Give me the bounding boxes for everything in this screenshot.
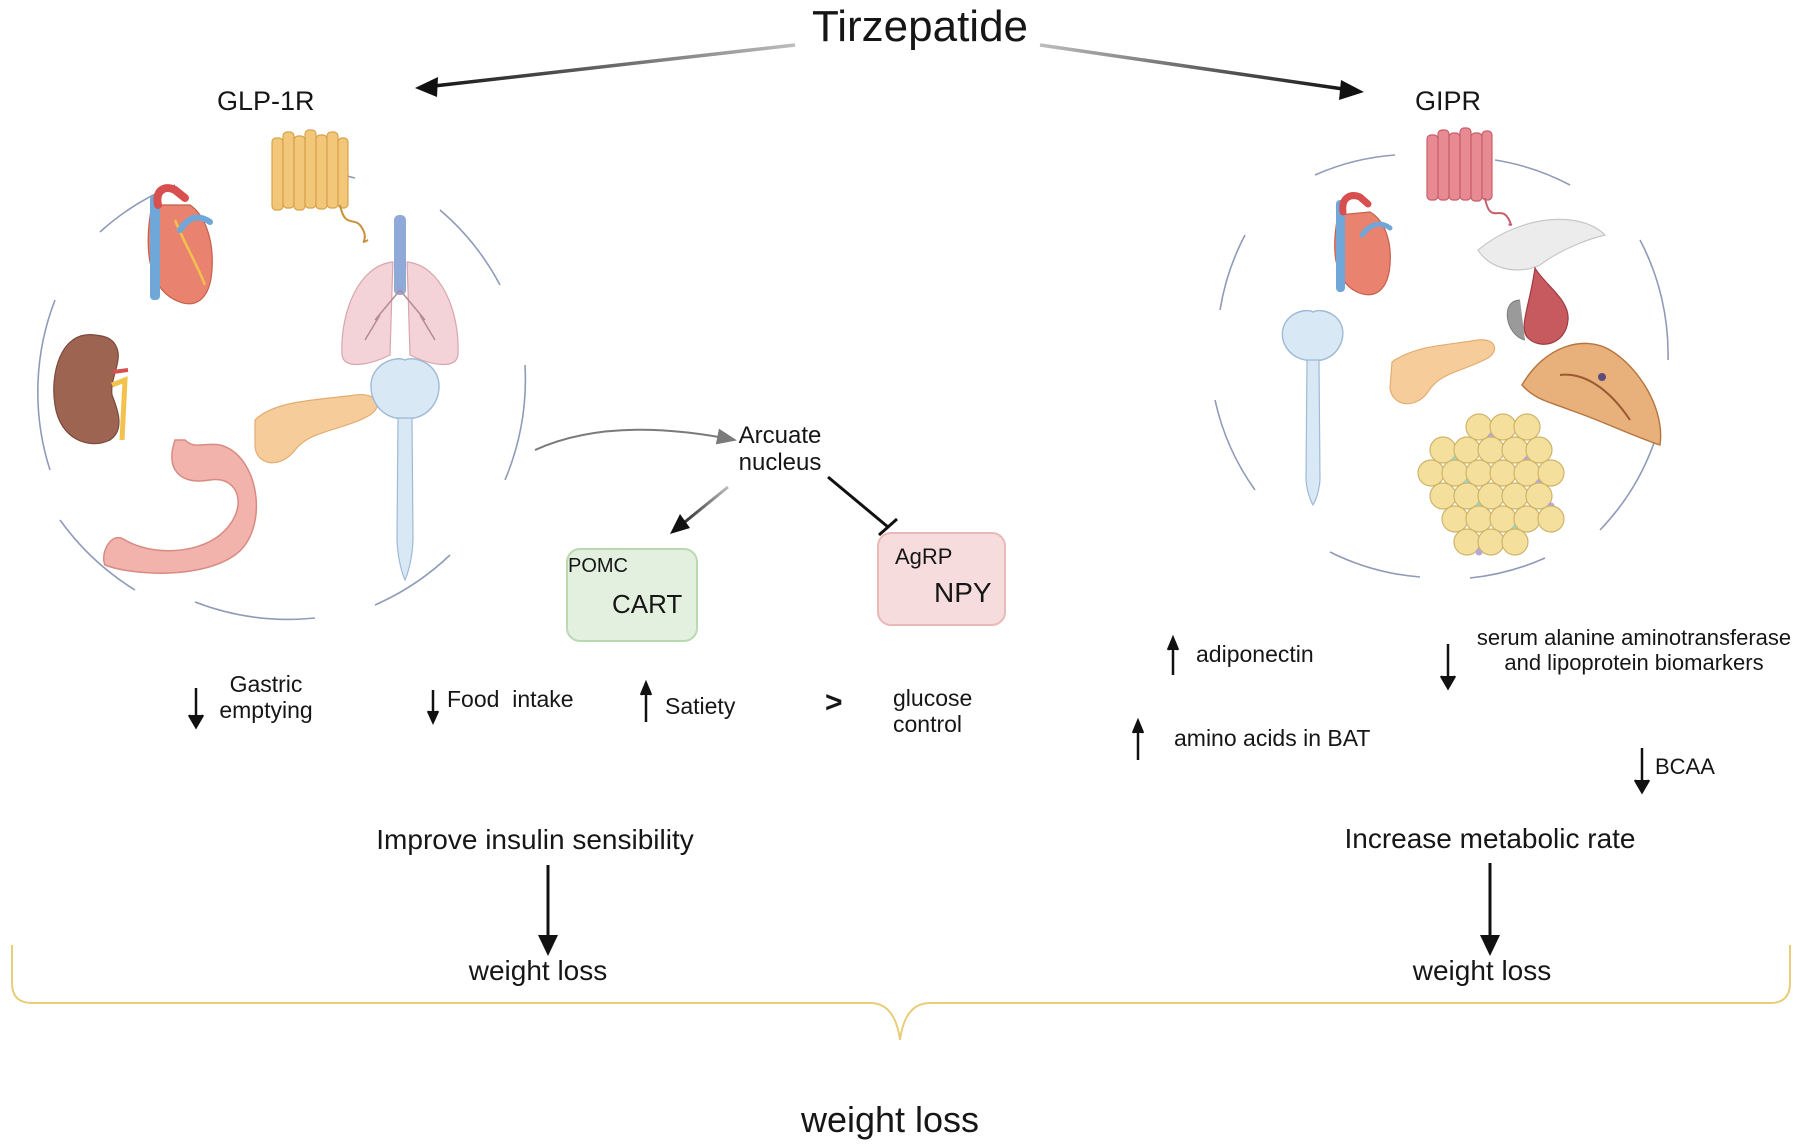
- gipr-label: GIPR: [1415, 86, 1482, 116]
- gipr-receptor-icon: [1426, 127, 1513, 226]
- fat-cell: [1489, 413, 1517, 441]
- inhibit-arcuate-to-agrp: [827, 475, 898, 537]
- glp1r-label: GLP-1R: [217, 86, 315, 116]
- pituitary-icon: [1477, 218, 1607, 345]
- pomc-cart-box: [566, 548, 698, 642]
- fat-cell: [1477, 436, 1505, 464]
- heart-icon: [147, 184, 213, 305]
- fat-cell: [1525, 436, 1553, 464]
- effect-amino-acids-bat: amino acids in BAT: [1174, 725, 1371, 751]
- fat-cell: [1453, 436, 1481, 464]
- final-outcome: weight loss: [800, 1099, 980, 1140]
- effect-bcaa: BCAA: [1655, 754, 1715, 779]
- fat-cell: [1501, 482, 1529, 510]
- lungs-icon: [341, 215, 459, 365]
- arrow-to-gipr: [1039, 43, 1364, 100]
- fat-cell: [1501, 528, 1529, 556]
- greater-than-symbol: >: [825, 686, 843, 719]
- fat-cell: [1441, 505, 1469, 533]
- effect-satiety: Satiety: [665, 693, 736, 719]
- arcuate-nucleus-label: Arcuate nucleus: [738, 422, 822, 476]
- pomc-label: POMC: [568, 555, 628, 577]
- right-outcome: Increase metabolic rate: [1344, 823, 1636, 854]
- npy-label: NPY: [934, 577, 992, 608]
- agrp-npy-box: [877, 532, 1006, 626]
- fat-cell: [1525, 482, 1553, 510]
- effect-adiponectin: adiponectin: [1196, 641, 1314, 667]
- fat-cell: [1513, 413, 1541, 441]
- fat-cell: [1537, 505, 1565, 533]
- effect-glucose-control: glucose control: [893, 685, 973, 737]
- fat-cell: [1477, 482, 1505, 510]
- kidney-icon: [53, 334, 129, 445]
- fat-cell: [1465, 505, 1493, 533]
- adipose-tissue-icon: [1417, 413, 1565, 556]
- fat-cell: [1429, 482, 1457, 510]
- effect-gastric-emptying: Gastric emptying: [219, 671, 313, 723]
- left-result: weight loss: [468, 955, 608, 986]
- stomach-icon: [103, 439, 258, 574]
- left-outcome: Improve insulin sensibility: [376, 824, 694, 855]
- effect-food-intake: Food intake: [447, 686, 574, 712]
- fat-cell: [1477, 528, 1505, 556]
- bottom-brace: [11, 945, 1791, 1041]
- agrp-label: AgRP: [895, 544, 953, 569]
- pancreas-icon-right: [1389, 339, 1496, 405]
- fat-cell: [1513, 505, 1541, 533]
- effect-arrows: [187, 634, 1651, 795]
- fat-cell: [1537, 459, 1565, 487]
- fat-cell: [1465, 459, 1493, 487]
- fat-cell: [1417, 459, 1445, 487]
- arrow-to-glp1r: [415, 43, 796, 97]
- brain-spinal-cord-icon-right: [1281, 310, 1344, 507]
- heart-icon-right: [1334, 192, 1393, 296]
- arrow-to-arcuate: [534, 428, 737, 451]
- cart-label: CART: [612, 589, 683, 619]
- gipr-organ-circle: [1214, 154, 1669, 579]
- brain-spinal-cord-icon: [370, 358, 440, 582]
- fat-cell: [1489, 459, 1517, 487]
- title: Tirzepatide: [811, 2, 1029, 51]
- effect-serum-alt-lipoprotein: serum alanine aminotransferase and lipop…: [1476, 625, 1792, 675]
- arrow-arcuate-to-pomc: [670, 485, 729, 534]
- glp1r-receptor-icon: [271, 129, 369, 243]
- right-result: weight loss: [1412, 955, 1552, 986]
- adrenal-gland-icon: [1521, 342, 1662, 446]
- arrow-metabolic-to-weightloss: [1480, 863, 1500, 956]
- arrow-insulin-to-weightloss: [538, 865, 558, 956]
- pancreas-icon: [254, 393, 378, 464]
